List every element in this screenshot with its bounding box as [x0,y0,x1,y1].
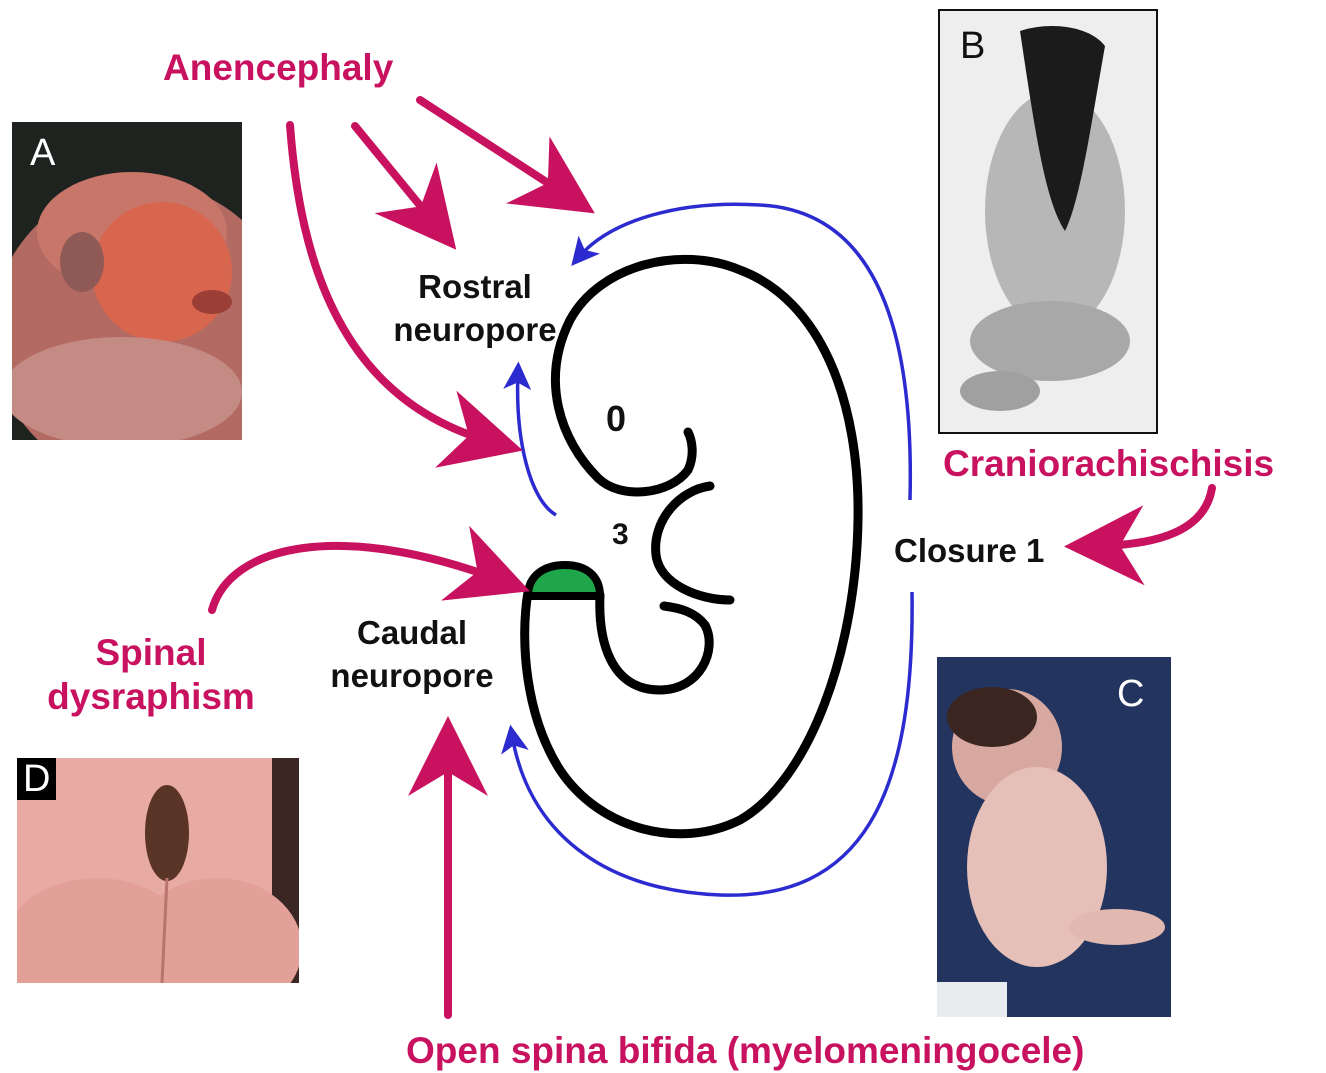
panel-letter-c: C [1117,675,1144,713]
label-rostral-neuropore: Rostral neuropore [375,266,575,352]
label-caudal-neuropore: Caudal neuropore [312,612,512,698]
craniorachischisis-image [940,11,1158,434]
closure-arrow-rostral-neuropore [518,372,556,515]
head-inner-curve [598,432,692,492]
panel-letter-a: A [30,134,55,172]
photo-panel-c: C [937,657,1171,1017]
tail-inner-curve [600,595,709,690]
caudal-neuropore-open-region [528,565,600,596]
panel-letter-d: D [17,758,56,800]
spinal-dysraphism-image [17,758,299,983]
label-somite-3: 3 [612,518,629,553]
pharyngeal-arch-curve [656,486,730,600]
label-spinal-dysraphism: Spinal dysraphism [36,631,266,720]
panel-letter-b: B [960,27,985,65]
label-closure-1: Closure 1 [894,532,1044,570]
anencephaly-arrow-3 [420,100,568,196]
label-craniorachischisis: Craniorachischisis [943,443,1274,486]
photo-panel-b: B [938,9,1158,434]
photo-panel-a: A [12,122,242,440]
label-open-spina-bifida: Open spina bifida (myelomeningocele) [406,1030,1084,1073]
craniorachischisis-arrow [1096,488,1212,546]
photo-panel-d: D [17,758,299,983]
spinal-dysraphism-arrow [212,546,500,610]
label-anencephaly: Anencephaly [163,47,393,90]
anencephaly-arrow-2 [355,126,436,225]
label-somite-0: 0 [606,398,626,439]
closure-arrow-rostral [578,204,910,500]
